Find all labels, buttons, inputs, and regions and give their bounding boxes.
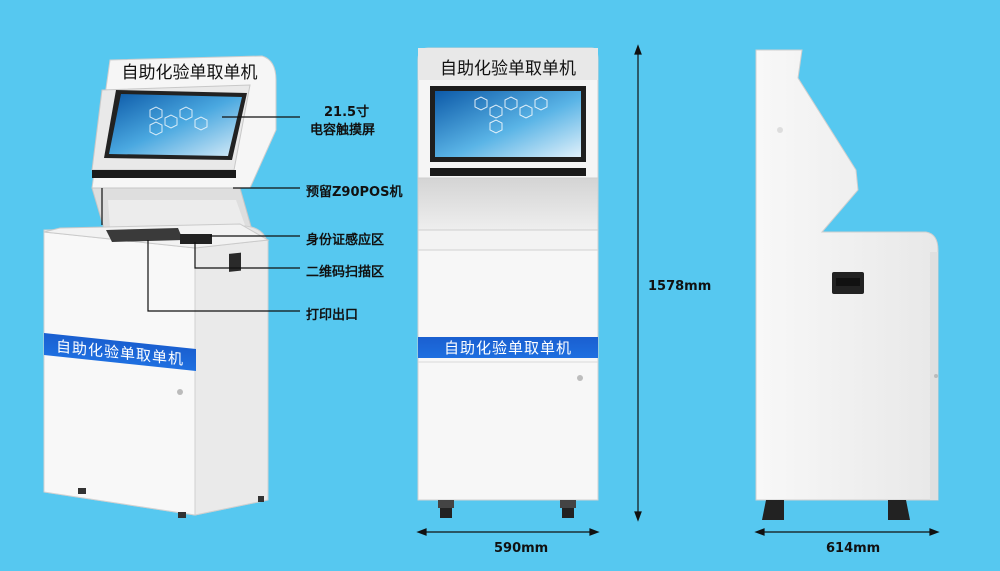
callout-screen-type: 电容触摸屏 xyxy=(310,123,376,138)
callout-qr-scanner: 二维码扫描区 xyxy=(306,265,385,280)
callout-id-reader: 身份证感应区 xyxy=(306,233,385,248)
kiosk-side-drawing xyxy=(754,49,940,536)
perspective-view: 自助化验单取单机 自助化验单取单机 21.5寸 电容触摸屏 预留Z90POS机 … xyxy=(0,0,403,571)
qr-scanner xyxy=(180,234,212,244)
dimension-width: 590mm xyxy=(494,541,549,556)
header-title-perspective: 自助化验单取单机 xyxy=(121,63,258,83)
callout-screen-size: 21.5寸 xyxy=(324,105,370,120)
print-outlet xyxy=(106,228,183,242)
dimension-depth: 614mm xyxy=(826,541,881,556)
callout-print-outlet: 打印出口 xyxy=(306,308,359,323)
callout-pos-slot: 预留Z90POS机 xyxy=(306,185,403,200)
dimension-height: 1578mm xyxy=(648,279,712,294)
side-view: 614mm xyxy=(740,0,1000,571)
kiosk-perspective-drawing xyxy=(43,55,300,518)
kiosk-front-drawing xyxy=(416,44,642,536)
side-band-front: 自助化验单取单机 xyxy=(418,337,598,358)
front-view: 自助化验单取单机 自助化验单取单机 590mm 1578mm xyxy=(400,0,720,571)
header-title-front: 自助化验单取单机 xyxy=(440,59,576,79)
